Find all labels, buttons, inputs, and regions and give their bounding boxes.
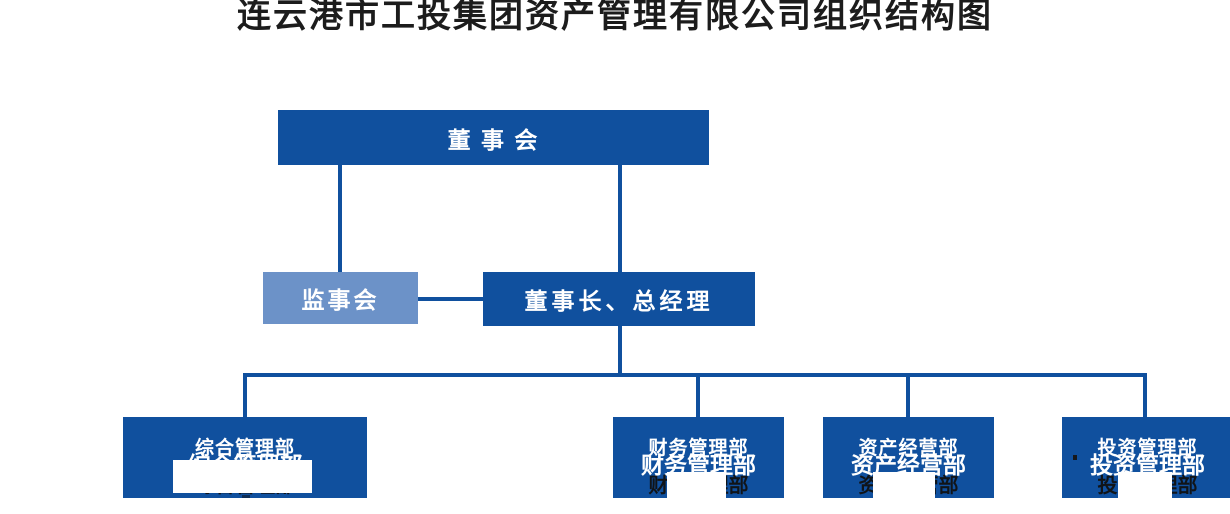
glitch-overlay bbox=[873, 472, 935, 498]
connector-executive-trunk bbox=[618, 326, 622, 373]
connector-drop-general-admin bbox=[243, 377, 247, 417]
page-title: 连云港市工投集团资产管理有限公司组织结构图 bbox=[237, 0, 993, 35]
node-executive-label: 董事长、总经理 bbox=[524, 288, 714, 314]
connector-drop-investment bbox=[1143, 377, 1147, 417]
node-department-investment: 投资管理部 投资管理部 投资管理部 bbox=[1062, 417, 1230, 498]
glitch-dot bbox=[1073, 455, 1077, 460]
glitch-overlay bbox=[1118, 472, 1172, 498]
node-department-asset-operation: 资产经营部 资产经营部 资产经营部 bbox=[823, 417, 994, 498]
node-supervisory-label: 监事会 bbox=[301, 287, 380, 313]
department-label: 资产经营部 bbox=[858, 438, 959, 459]
glitch-dash bbox=[242, 495, 250, 498]
connector-board-supervisory bbox=[338, 163, 342, 272]
node-chairman-general-manager: 董事长、总经理 bbox=[483, 272, 755, 326]
node-supervisory-board: 监事会 bbox=[263, 272, 418, 324]
glitch-overlay bbox=[667, 472, 726, 498]
connector-drop-finance bbox=[696, 377, 700, 417]
node-board-of-directors: 董 事 会 bbox=[278, 110, 709, 165]
node-department-general-admin: 综合管理部 综合管理部 综合管理部 bbox=[123, 417, 367, 498]
connector-supervisory-executive bbox=[418, 297, 483, 301]
glitch-overlay bbox=[173, 460, 312, 493]
connector-board-executive bbox=[618, 163, 622, 272]
connector-main-horizontal bbox=[243, 373, 1147, 377]
node-department-finance: 财务管理部 财务管理部 财务管理部 bbox=[613, 417, 784, 498]
node-board-label: 董 事 会 bbox=[447, 126, 540, 153]
department-label: 综合管理部 bbox=[194, 438, 295, 459]
department-label: 投资管理部 bbox=[1097, 438, 1198, 459]
connector-drop-asset-operation bbox=[906, 377, 910, 417]
department-label: 财务管理部 bbox=[648, 438, 749, 459]
